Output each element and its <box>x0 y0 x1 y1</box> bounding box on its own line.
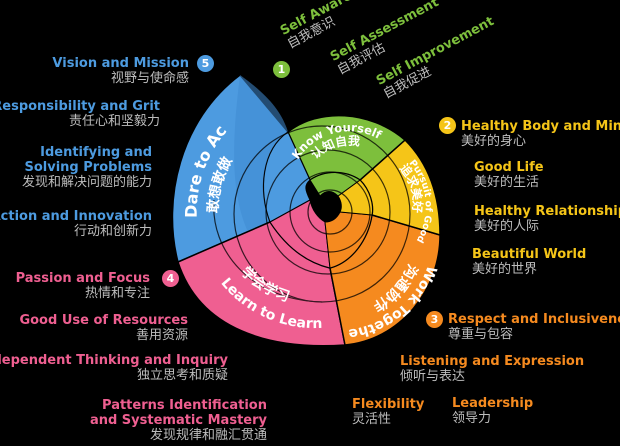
skill-healthy-body-mind: Healthy Body and Mind 美好的身心 <box>461 119 620 149</box>
skill-respect-inclusiveness: Respect and Inclusiveness 尊重与包容 <box>448 312 620 342</box>
skill-patterns-identification-zh: 发现规律和融汇贯通 <box>149 428 267 443</box>
skill-patterns-identification-en: Patterns Identification and Systematic M… <box>89 398 267 428</box>
skill-healthy-body-mind-en: Healthy Body and Mind <box>461 119 620 134</box>
skill-good-use-resources-en: Good Use of Resources <box>19 313 188 328</box>
skill-good-life-zh: 美好的生活 <box>474 175 540 190</box>
skill-flexibility-zh: 灵活性 <box>352 412 392 427</box>
skill-good-life-en: Good Life <box>474 160 544 175</box>
segment-dare-to-act-inner <box>234 75 288 232</box>
skill-healthy-body-mind-zh: 美好的身心 <box>461 134 527 149</box>
skill-identifying-solving-zh: 发现和解决问题的能力 <box>21 175 152 190</box>
badge-5: 5 <box>197 55 214 72</box>
skill-passion-focus-en: Passion and Focus <box>15 271 150 286</box>
skill-beautiful-world-zh: 美好的世界 <box>472 262 538 277</box>
skill-vision-mission-zh: 视野与使命感 <box>110 71 189 86</box>
core-green <box>309 172 361 197</box>
skill-passion-focus-zh: 热情和专注 <box>84 286 150 301</box>
skill-beautiful-world-en: Beautiful World <box>472 247 587 262</box>
badge-3: 3 <box>426 311 443 328</box>
skill-action-innovation-zh: 行动和创新力 <box>73 224 152 239</box>
skill-independent-thinking-en: Independent Thinking and Inquiry <box>0 353 228 368</box>
badge-2: 2 <box>439 117 456 134</box>
skill-independent-thinking: Independent Thinking and Inquiry 独立思考和质疑 <box>0 353 228 383</box>
skill-good-use-resources-zh: 善用资源 <box>135 328 188 343</box>
skill-good-life: Good Life 美好的生活 <box>474 160 544 190</box>
skill-vision-mission: Vision and Mission 视野与使命感 <box>52 56 189 86</box>
skill-healthy-relationships-zh: 美好的人际 <box>474 219 540 234</box>
skill-action-innovation-en: Action and Innovation <box>0 209 152 224</box>
skill-vision-mission-en: Vision and Mission <box>52 56 189 71</box>
skill-leadership: Leadership 领导力 <box>452 396 533 426</box>
skill-leadership-zh: 领导力 <box>452 411 492 426</box>
skill-independent-thinking-zh: 独立思考和质疑 <box>136 368 228 383</box>
skill-identifying-solving-en: Identifying and Solving Problems <box>24 145 153 175</box>
skill-healthy-relationships-en: Healthy Relationships <box>474 204 620 219</box>
skill-respect-inclusiveness-zh: 尊重与包容 <box>448 327 514 342</box>
skill-beautiful-world: Beautiful World 美好的世界 <box>472 247 586 277</box>
badge-1: 1 <box>273 61 290 78</box>
skill-flexibility-en: Flexibility <box>352 397 425 412</box>
skill-responsibility-grit-en: Responsibility and Grit <box>0 99 160 114</box>
skill-leadership-en: Leadership <box>452 396 534 411</box>
skill-responsibility-grit-zh: 责任心和坚毅力 <box>68 114 160 129</box>
skill-listening-expression-zh: 倾听与表达 <box>400 369 466 384</box>
badge-4: 4 <box>162 270 179 287</box>
skill-healthy-relationships: Healthy Relationships 美好的人际 <box>474 204 620 234</box>
skill-identifying-solving: Identifying and Solving Problems 发现和解决问题… <box>2 145 152 190</box>
skill-listening-expression-en: Listening and Expression <box>400 354 585 369</box>
skill-respect-inclusiveness-en: Respect and Inclusiveness <box>448 312 620 327</box>
skill-listening-expression: Listening and Expression 倾听与表达 <box>400 354 584 384</box>
spiral-rings <box>213 125 411 303</box>
skill-passion-focus: Passion and Focus 热情和专注 <box>16 271 150 301</box>
skill-action-innovation: Action and Innovation 行动和创新力 <box>0 209 152 239</box>
skill-responsibility-grit: Responsibility and Grit 责任心和坚毅力 <box>0 99 160 129</box>
skill-flexibility: Flexibility 灵活性 <box>352 397 424 427</box>
skill-patterns-identification: Patterns Identification and Systematic M… <box>77 398 267 443</box>
skill-good-use-resources: Good Use of Resources 善用资源 <box>19 313 188 343</box>
